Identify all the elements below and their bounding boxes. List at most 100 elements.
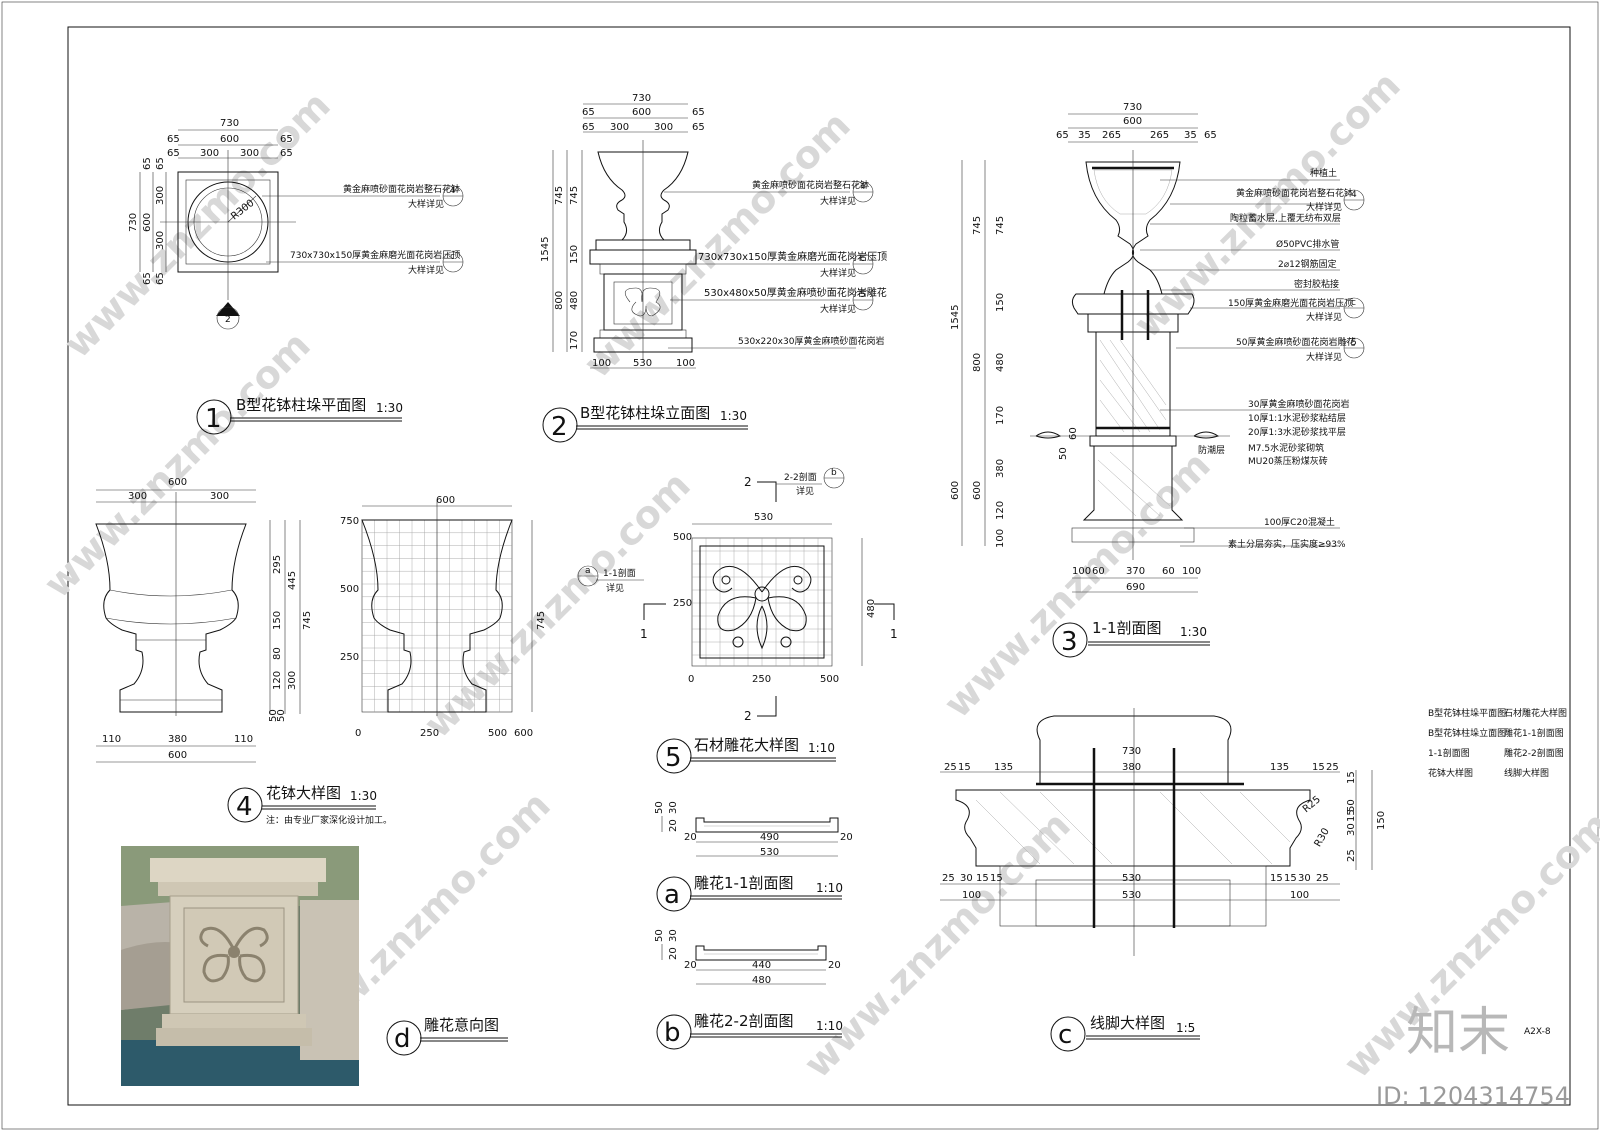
sec-label-13: MU20蒸压粉煤灰砖 [1248,455,1328,467]
mold-cap-profile [1036,715,1232,785]
sec-foundation [1082,445,1184,521]
mold-profile [955,789,1311,867]
elevation-view: 730 600 65 65 300 300 65 65 1545 745 745… [540,93,887,369]
plan-ldim-300a: 300 [155,186,166,205]
sec-ldim-745b: 745 [995,216,1006,235]
plan-dim-65b: 65 [280,134,293,145]
elev-dim-65d: 65 [692,122,705,133]
elev-dim-65b: 65 [692,107,705,118]
sec-bdim-100b: 100 [1182,566,1201,577]
v2-title: B型花钵柱垛立面图 [580,404,710,422]
mold-r30: 30 [1346,823,1357,836]
sec-bdim-60b: 60 [1162,566,1175,577]
inner-border [67,26,1571,1106]
v3-title: 1-1剖面图 [1092,619,1162,637]
sec-bdim-690: 690 [1126,582,1145,593]
carv-l500: 500 [673,532,692,543]
legend-1-1: 雕花1-1剖面图 [1504,727,1564,739]
mold-t135a: 135 [994,762,1013,773]
mold-b25b: 25 [1316,873,1329,884]
v1-title: B型花钵柱垛平面图 [236,396,366,414]
carv-cut-1a: 1 [640,627,648,641]
sec-label-10: 20厚1:3水泥砂浆找平层 [1248,426,1346,438]
sec-leaders: 种植土 黄金麻喷砂面花岗岩整石花钵 大样详见 4 陶粒蓄水层,上覆无纺布双层 Ø… [1140,167,1365,550]
elev-ldim-745b: 745 [569,186,580,205]
elev-label-bowl-sub: 大样详见 [820,195,856,207]
title-v3: 3 1-1剖面图 1:30 [1052,619,1210,658]
plan-ldim-300b: 300 [155,231,166,250]
bowl-grid-outline [361,519,513,713]
v2-scale: 1:30 [720,409,747,423]
mold-b30b: 30 [1298,873,1311,884]
bowl-rdim-80: 80 [272,647,283,660]
mold-b15b: 15 [990,873,1003,884]
va-scale: 1:10 [816,881,843,895]
vb-title: 雕花2-2剖面图 [694,1012,794,1030]
sec-dim-265a: 265 [1102,130,1121,141]
title-vb: b 雕花2-2剖面图 1:10 [656,1012,843,1050]
v3-scale: 1:30 [1180,625,1207,639]
plan-label-bowl-sub: 大样详见 [408,198,444,210]
title-vd: d 雕花意向图 [386,1016,508,1056]
drawing-index: B型花钵柱垛平面图 石材雕花大样图 B型花钵柱垛立面图 雕花1-1剖面图 1-1… [1428,707,1567,779]
bowl-rdim-295: 295 [272,555,283,574]
molding-view: 730 25 15 135 380 135 15 25 15 50 30 15 … [940,708,1387,956]
carv-b500: 500 [820,674,839,685]
mold-t135b: 135 [1270,762,1289,773]
sec-bdim-370: 370 [1126,566,1145,577]
v4-num: 4 [236,792,253,822]
sec-ref-4: 4 [1351,190,1357,200]
v2-num: 2 [551,412,568,442]
v1-num: 1 [205,404,222,434]
sec-ldim-170: 170 [995,406,1006,425]
legend-2-0: 1-1剖面图 [1428,747,1470,759]
plan-dim-730: 730 [220,118,239,129]
sec-ldim-600b: 600 [972,481,983,500]
secb-d20a: 20 [684,960,697,971]
plan-label-cap-sub: 大样详见 [408,264,444,276]
carv-ref-1-1-sub: 详见 [606,582,624,594]
seca-d530: 530 [760,847,779,858]
carv-ref-1-1: 1-1剖面 [603,567,636,579]
bowlgrid-b500: 500 [488,728,507,739]
v5-num: 5 [665,743,682,773]
mold-R30: R30 [1313,826,1332,849]
plan-dim-65d: 65 [280,148,293,159]
sec-label-1: 黄金麻喷砂面花岗岩整石花钵 [1236,187,1353,199]
mold-b25a: 25 [942,873,955,884]
mold-r15a: 15 [1346,771,1357,784]
title-v1: 1 B型花钵柱垛平面图 1:30 [196,396,403,435]
mold-t730: 730 [1122,746,1141,757]
vb-scale: 1:10 [816,1019,843,1033]
mold-t380: 380 [1122,762,1141,773]
sec-ref-5: 5 [1351,338,1357,348]
mold-t25a: 25 [944,762,957,773]
bowl-bdim-110a: 110 [102,734,121,745]
elev-bdim-530: 530 [633,358,652,369]
sec-dim-600: 600 [1123,116,1142,127]
bowl-dim-300b: 300 [210,491,229,502]
legend-0-0: B型花钵柱垛平面图 [1428,707,1506,719]
bowl-outline [95,523,247,713]
plan-dim-65c: 65 [167,148,180,159]
carv-cut-2b: 2 [744,709,752,723]
plan-ldim-65b: 65 [155,157,166,170]
sec-dim-265b: 265 [1150,130,1169,141]
sec-label-4: 2⌀12钢筋固定 [1278,258,1337,270]
sec-label-7-sub: 大样详见 [1306,351,1342,363]
photo-carving-icon [199,926,269,983]
elev-ldim-800: 800 [554,291,565,310]
sec-ldim-745a: 745 [972,216,983,235]
elev-label-carve: 530x480x50厚黄金麻喷砂面花岗岩雕花 [704,286,887,299]
elev-dim-65a: 65 [582,107,595,118]
elev-label-base: 530x220x30厚黄金麻喷砂面花岗岩 [738,335,884,347]
sec-label-6-sub: 大样详见 [1306,311,1342,323]
bowlgrid-l500: 500 [340,584,359,595]
brand-logo: 知末 [1406,1003,1510,1063]
sec-label-5: 密封胶粘接 [1294,278,1339,290]
v4-note: 注：由专业厂家深化设计加工。 [266,814,392,826]
elev-ref-5: 5 [860,290,866,300]
mold-b15d: 15 [1284,873,1297,884]
title-v5: 5 石材雕花大样图 1:10 [656,736,836,774]
